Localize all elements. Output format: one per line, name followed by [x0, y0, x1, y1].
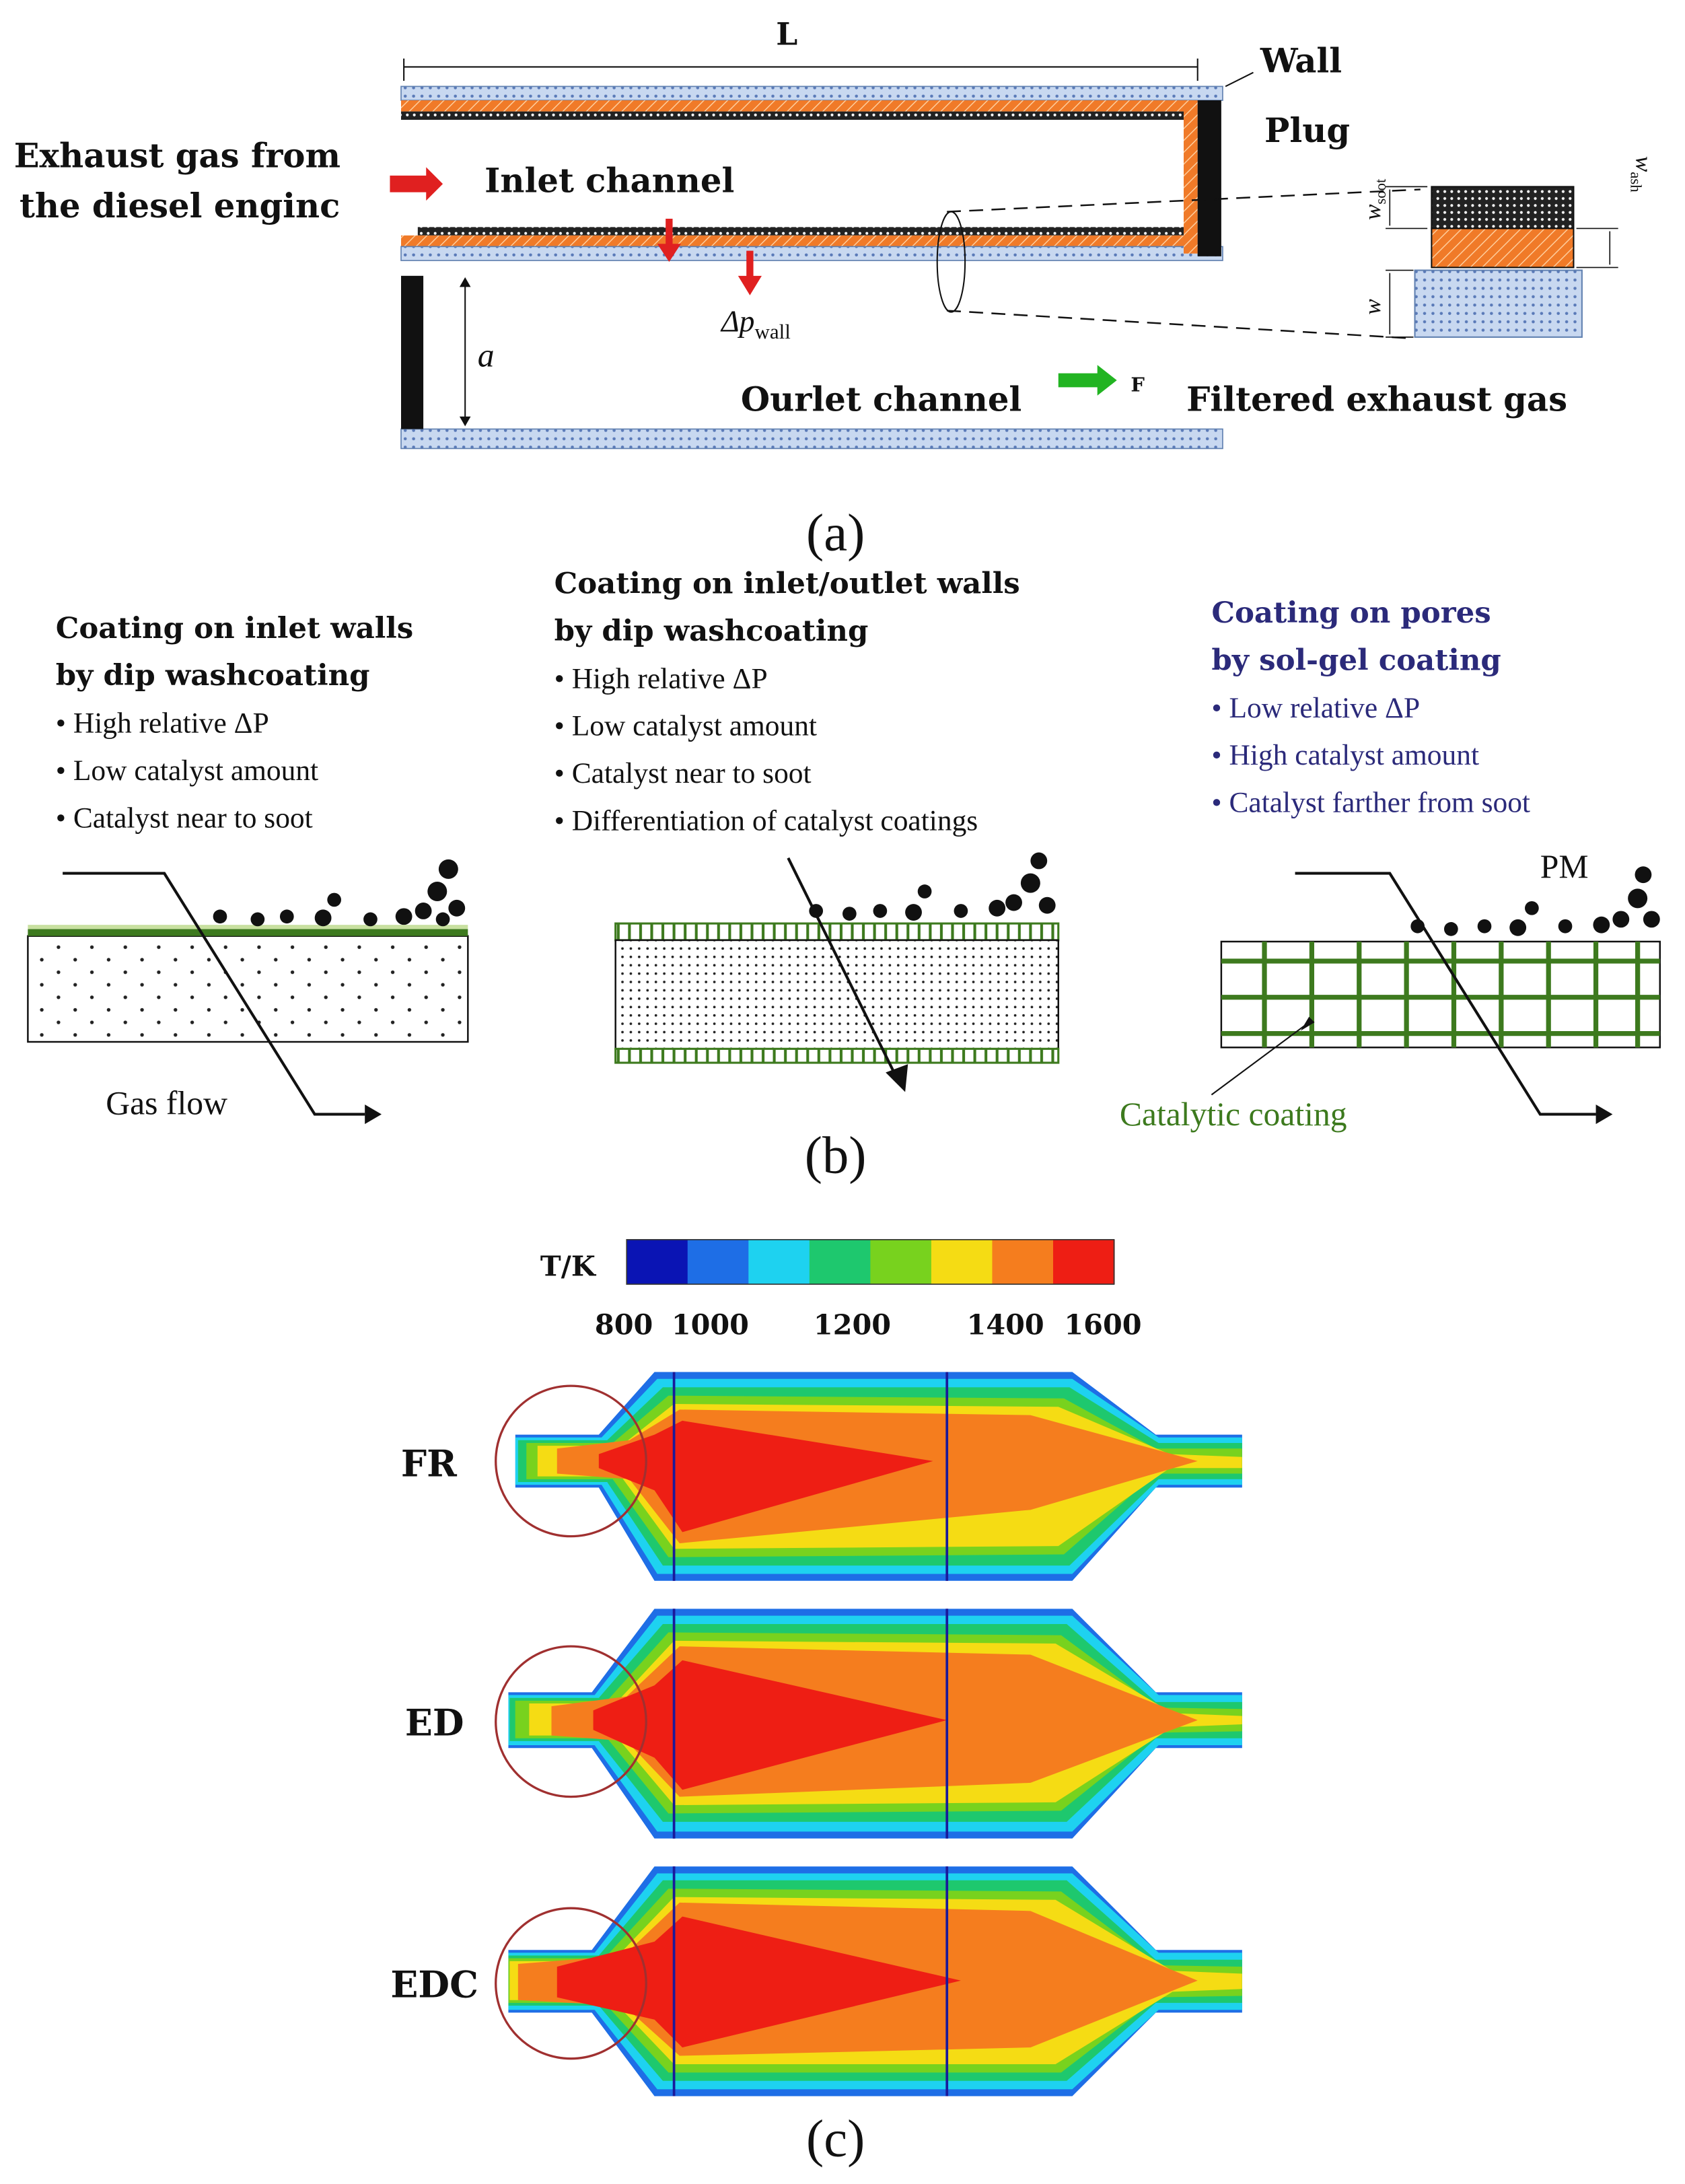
porous-wall	[400, 227, 1223, 261]
col3-title-line1: Coating on pores	[1211, 596, 1491, 630]
exhaust-inlet-label-line1: Exhaust gas from	[14, 135, 340, 175]
col2-title-line1: Coating on inlet/outlet walls	[554, 567, 1020, 601]
pm-label: PM	[1540, 848, 1589, 885]
ed-highlight-circle	[495, 1645, 647, 1798]
col2-gas-flow-arrow-icon	[787, 857, 898, 1079]
end-plug	[1197, 100, 1221, 256]
col2-bullet: • Differentiation of catalyst coatings	[554, 804, 978, 837]
colorbar-swatch	[992, 1239, 1054, 1285]
col2-title-line2: by dip washcoating	[554, 614, 869, 648]
col3-soot-particles-icon	[1410, 866, 1660, 936]
col1-soot-particles-icon	[213, 859, 466, 927]
colorbar-tick: 1200	[814, 1308, 891, 1341]
colorbar-swatch	[809, 1239, 871, 1285]
colorbar-tick: 800	[595, 1308, 653, 1341]
col2-bullet: • High relative ΔP	[554, 662, 768, 695]
col2-soot-particles-icon	[809, 852, 1056, 921]
colorbar-swatch	[748, 1239, 810, 1285]
col3-title-line2: by sol-gel coating	[1211, 643, 1501, 677]
colorbar-swatch	[687, 1239, 750, 1285]
contour-fr	[495, 1372, 1242, 1581]
plug-label: Plug	[1264, 110, 1350, 150]
inlet-channel-top-wall	[400, 85, 1223, 120]
panel-b: Coating on inlet walls by dip washcoatin…	[27, 567, 1661, 1185]
soot-thickness-label: wsoot	[1359, 178, 1389, 220]
wall-label: Wall	[1260, 41, 1342, 81]
colorbar-swatch	[626, 1239, 688, 1285]
edc-highlight-circle	[495, 1907, 647, 2060]
contour-label-fr: FR	[401, 1442, 458, 1485]
wall-flow-arrows-icon	[657, 218, 762, 295]
wall-thickness-label: w	[1359, 299, 1386, 315]
zoom-ellipse	[936, 211, 966, 313]
colorbar-tick: 1000	[672, 1308, 749, 1341]
col1-wall-diagram	[27, 925, 469, 1043]
gas-flow-label: Gas flow	[106, 1085, 227, 1122]
col1-title-line1: Coating on inlet walls	[56, 611, 413, 645]
col2-bullet: • Low catalyst amount	[554, 710, 817, 742]
colorbar-swatch	[1053, 1239, 1115, 1285]
wall-layer-inset	[1414, 186, 1583, 338]
col1-gas-flow-arrow-icon	[63, 872, 365, 1116]
col1-title-line2: by dip washcoating	[56, 658, 370, 693]
panel-b-caption: (b)	[805, 1127, 867, 1185]
panel-a: L Wall Plug Exhaust gas from the diesel …	[14, 15, 1657, 562]
catalytic-coating-label: Catalytic coating	[1120, 1096, 1347, 1133]
fr-highlight-circle	[495, 1384, 647, 1538]
colorbar-swatch	[931, 1239, 993, 1285]
colorbar-tick: 1400	[967, 1308, 1044, 1341]
col3-bullet: • High catalyst amount	[1211, 739, 1479, 771]
filtered-gas-label: Filtered exhaust gas	[1186, 380, 1567, 419]
contour-edc	[495, 1866, 1242, 2097]
col1-bullet: • Catalyst near to soot	[56, 802, 313, 834]
inlet-plug	[400, 275, 424, 429]
plug-coating	[1184, 100, 1198, 254]
col3-gas-flow-arrow-icon	[1295, 872, 1596, 1116]
colorbar-border	[626, 1239, 1115, 1285]
colorbar	[626, 1239, 1115, 1285]
panel-c: T/K 800 1000 1200 1400 1600 FR	[390, 1239, 1242, 2169]
col3-bullet: • Catalyst farther from soot	[1211, 787, 1530, 819]
outlet-flow-arrow-icon	[1058, 365, 1117, 396]
contour-ed	[495, 1609, 1242, 1839]
flow-marker-label: F	[1131, 374, 1145, 396]
col3-porous-wall-diagram	[1220, 940, 1661, 1049]
pressure-drop-label: Δpwall	[720, 304, 791, 343]
outlet-channel-bottom-wall	[400, 428, 1223, 450]
col2-bullet: • Catalyst near to soot	[554, 757, 812, 789]
contour-label-edc: EDC	[390, 1963, 478, 2006]
col3-bullet: • Low relative ΔP	[1211, 692, 1420, 724]
exhaust-inlet-label-line2: the diesel enginc	[20, 186, 340, 225]
ash-thickness-label: wash	[1627, 156, 1657, 192]
colorbar-title: T/K	[540, 1250, 597, 1283]
channel-height-label: a	[478, 337, 495, 374]
panel-a-caption: (a)	[806, 503, 865, 562]
colorbar-swatch	[870, 1239, 932, 1285]
col2-wall-diagram	[614, 922, 1060, 1064]
col1-bullet: • Low catalyst amount	[56, 754, 318, 787]
col1-bullet: • High relative ΔP	[56, 707, 269, 740]
inlet-flow-arrow-icon	[390, 167, 443, 201]
inlet-channel-label: Inlet channel	[485, 161, 734, 201]
colorbar-tick: 1600	[1064, 1308, 1141, 1341]
panel-c-caption: (c)	[806, 2110, 865, 2169]
coating-pointer-line	[1211, 1022, 1310, 1096]
outlet-channel-label: Ourlet channel	[741, 380, 1021, 419]
contour-label-ed: ED	[405, 1701, 464, 1745]
length-label: L	[776, 15, 797, 52]
